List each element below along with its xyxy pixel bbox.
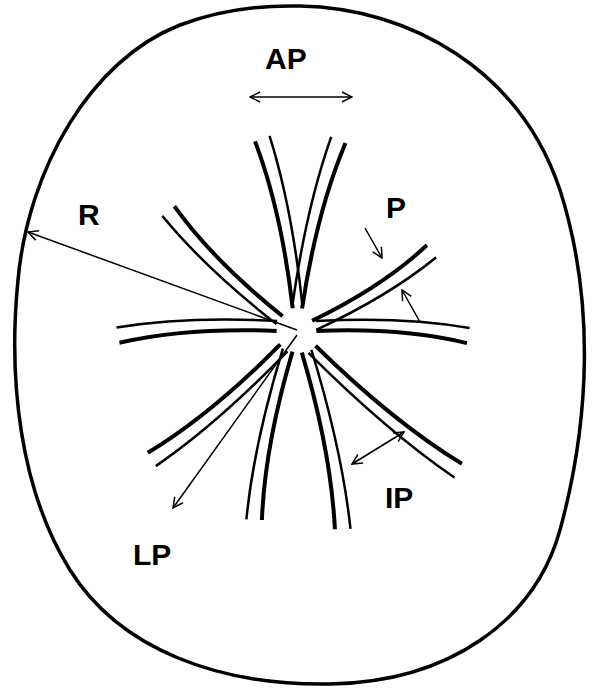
- petals: [116, 134, 471, 533]
- dimension-label: LP: [133, 540, 171, 570]
- dimension-label: R: [78, 200, 100, 230]
- dimension-label: AP: [265, 44, 307, 74]
- dimension-label: IP: [385, 483, 413, 513]
- test-outline: [15, 6, 585, 684]
- dimension-label: P: [386, 193, 406, 223]
- measurement-arrows: [28, 97, 420, 508]
